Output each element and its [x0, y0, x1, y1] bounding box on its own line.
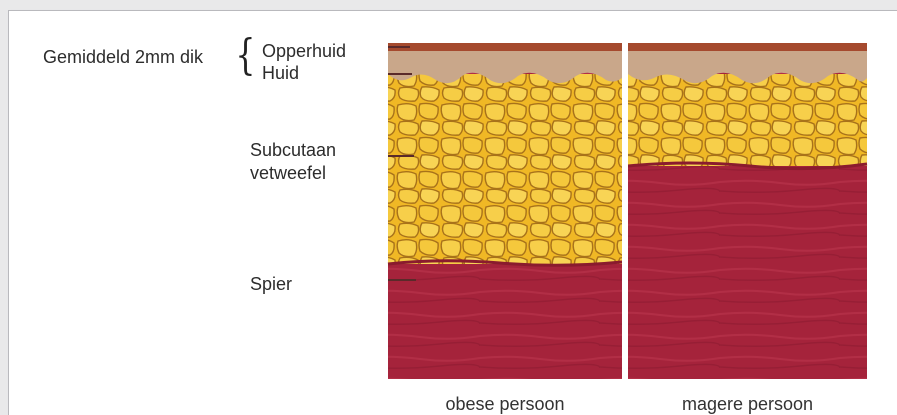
obese-epidermis-layer [388, 43, 622, 51]
lean-fat-layer [628, 74, 867, 166]
obese-fat-layer [388, 74, 622, 264]
caption-lean: magere persoon [628, 394, 867, 415]
obese-tissue-column [388, 43, 622, 379]
lean-tissue-column [628, 43, 867, 379]
lean-epidermis-layer [628, 43, 867, 51]
column-divider [622, 40, 628, 382]
caption-obese: obese persoon [388, 394, 622, 415]
